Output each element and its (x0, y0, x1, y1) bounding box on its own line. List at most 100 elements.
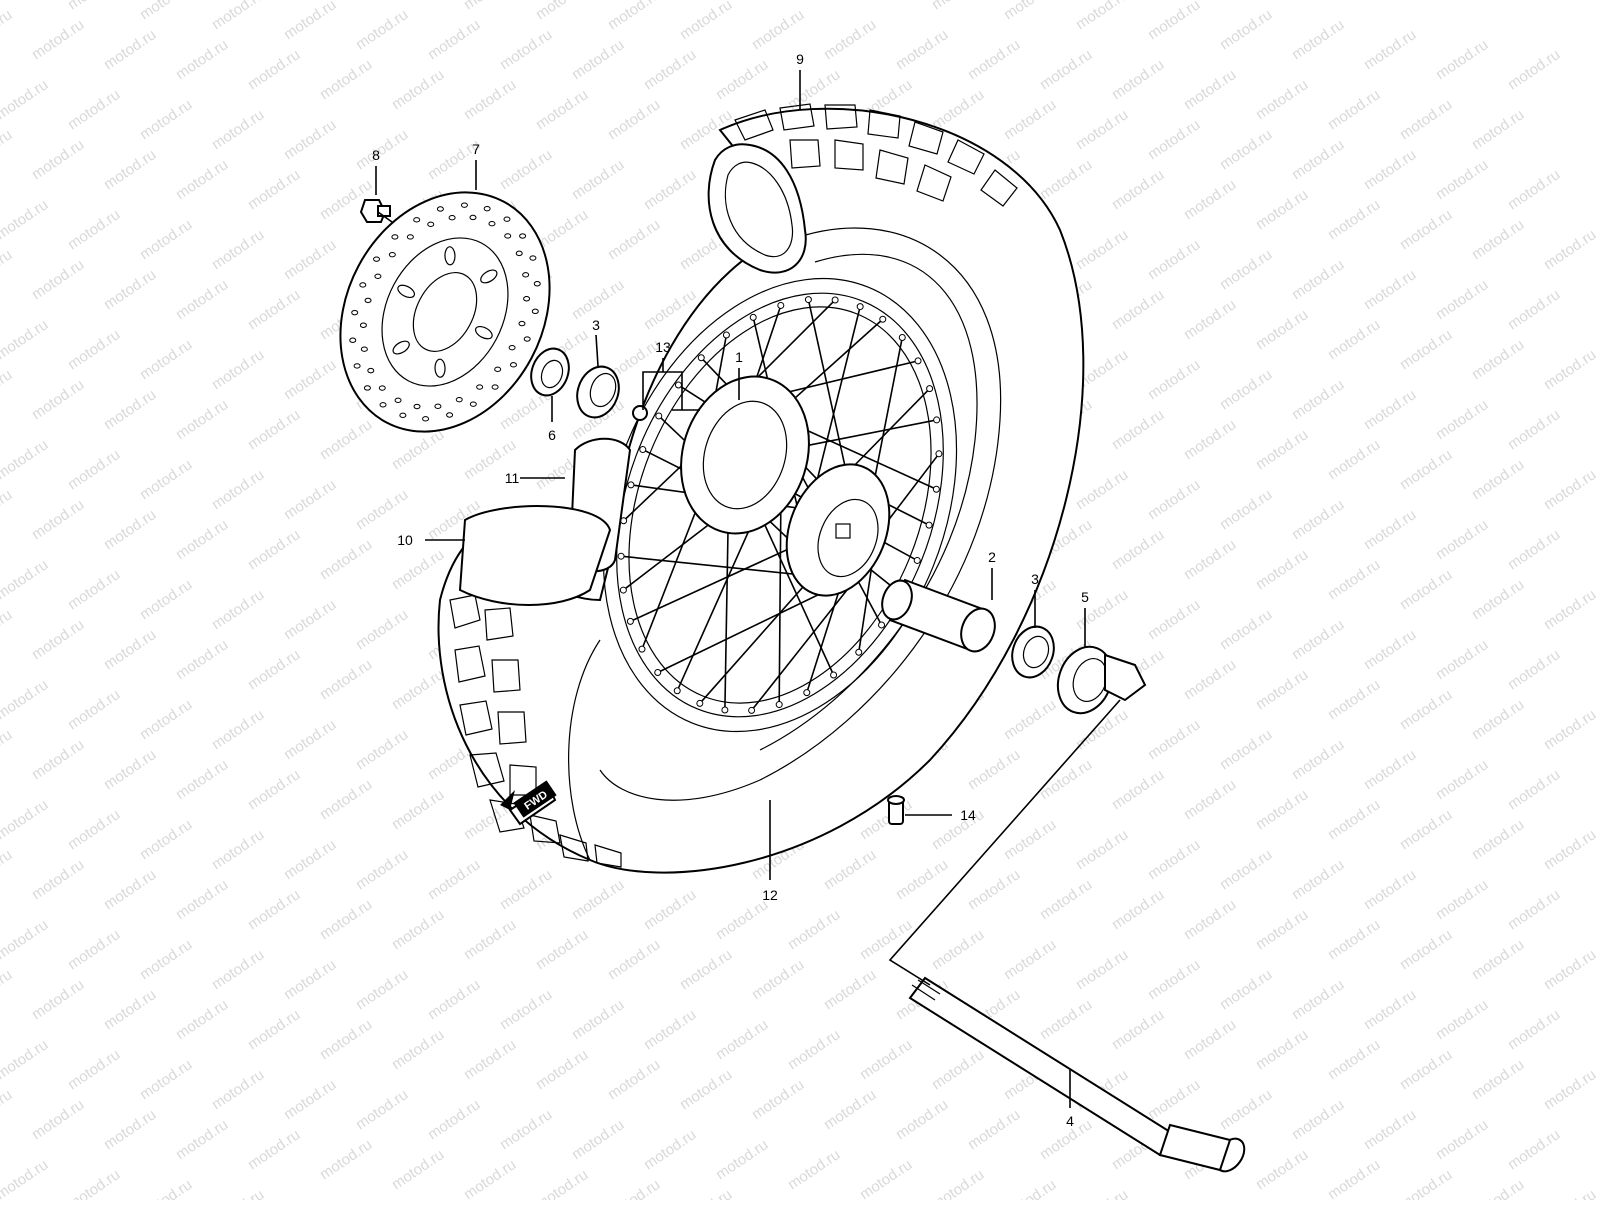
watermark-text: motod.ru (929, 1046, 988, 1093)
watermark-text: motod.ru (137, 936, 196, 983)
watermark-text: motod.ru (137, 96, 196, 143)
watermark-text: motod.ru (1325, 86, 1384, 133)
watermark-text: motod.ru (1541, 1186, 1600, 1200)
watermark-text: motod.ru (1253, 786, 1312, 833)
watermark-text: motod.ru (1325, 1036, 1384, 1083)
watermark-text: motod.ru (1433, 876, 1492, 923)
watermark-text: motod.ru (101, 746, 160, 793)
watermark-text: motod.ru (749, 956, 808, 1003)
watermark-text: motod.ru (893, 856, 952, 903)
watermark-text: motod.ru (0, 726, 15, 773)
watermark-text: motod.ru (317, 56, 376, 103)
watermark-text: motod.ru (1433, 1116, 1492, 1163)
disc-holes (349, 202, 541, 422)
watermark-text: motod.ru (1253, 1146, 1312, 1193)
watermark-text: motod.ru (209, 466, 268, 513)
watermark-text: motod.ru (1397, 1046, 1456, 1093)
disc-hole (359, 322, 367, 328)
dust-seal (530, 347, 570, 397)
watermark-text: motod.ru (713, 1136, 772, 1183)
watermark-text: motod.ru (749, 6, 808, 53)
label-part-12: 12 (762, 887, 778, 903)
watermark-text: motod.ru (1073, 826, 1132, 873)
watermark-text: motod.ru (929, 0, 988, 13)
watermark-text: motod.ru (1541, 466, 1600, 513)
watermark-text: motod.ru (389, 666, 448, 713)
disc-hole (446, 412, 454, 418)
tread-pattern-lower (449, 594, 622, 868)
spoke-nipple (674, 381, 682, 389)
watermark-text: motod.ru (281, 1076, 340, 1123)
disc-hole (469, 214, 477, 221)
spoke-nipple (638, 645, 646, 653)
disc-hole (349, 337, 357, 343)
watermark-text: motod.ru (281, 716, 340, 763)
watermark-text: motod.ru (65, 1166, 124, 1200)
spoke (778, 477, 782, 705)
disc-hole (373, 256, 381, 262)
spoke-nipple (933, 416, 941, 424)
label-part-1: 1 (735, 349, 743, 365)
watermark-text: motod.ru (281, 476, 340, 523)
spoke-nipple (654, 668, 662, 676)
watermark-text: motod.ru (353, 1086, 412, 1133)
watermark-text: motod.ru (173, 756, 232, 803)
watermark-text: motod.ru (209, 586, 268, 633)
watermark-text: motod.ru (1361, 1106, 1420, 1153)
watermark-text: motod.ru (641, 46, 700, 93)
watermark-text: motod.ru (281, 116, 340, 163)
watermark-text: motod.ru (1253, 666, 1312, 713)
disc-hole (503, 216, 511, 222)
axle (908, 976, 1246, 1173)
watermark-text: motod.ru (1397, 926, 1456, 973)
spoke (699, 572, 817, 704)
watermark-text: motod.ru (173, 516, 232, 563)
watermark-text: motod.ru (1109, 766, 1168, 813)
watermark-text: motod.ru (1289, 16, 1348, 63)
watermark-text: motod.ru (0, 796, 51, 843)
watermark-text: motod.ru (29, 256, 88, 303)
watermark-text: motod.ru (569, 876, 628, 923)
wheel-hub (680, 375, 891, 597)
watermark-text: motod.ru (605, 0, 664, 33)
watermark-text: motod.ru (857, 1036, 916, 1083)
label-part-4: 4 (1066, 1113, 1074, 1129)
watermark-text: motod.ru (1001, 936, 1060, 983)
watermark-text: motod.ru (1217, 1086, 1276, 1133)
spoke (869, 337, 904, 500)
disc-hole (515, 250, 523, 257)
disc-slot (480, 269, 498, 284)
watermark-text: motod.ru (1361, 746, 1420, 793)
watermark-text: motod.ru (1541, 946, 1600, 993)
watermark-text: motod.ru (65, 926, 124, 973)
watermark-text: motod.ru (1217, 966, 1276, 1013)
watermark-text: motod.ru (0, 966, 15, 1013)
spoke-nipple (626, 617, 634, 625)
watermark-text: motod.ru (0, 246, 15, 293)
disc-bolt (359, 199, 391, 223)
watermark-text: motod.ru (1145, 836, 1204, 883)
watermark-text: motod.ru (1469, 1056, 1528, 1103)
fwd-arrow-icon: FWD (500, 780, 557, 826)
watermark-text: motod.ru (29, 496, 88, 543)
disc-hole (448, 214, 456, 221)
watermark-text: motod.ru (1433, 996, 1492, 1043)
label-part-14: 14 (960, 807, 976, 823)
watermark-text: motod.ru (677, 0, 736, 43)
spoke-nipple (879, 315, 887, 323)
watermark-text: motod.ru (1505, 286, 1564, 333)
watermark-text: motod.ru (497, 146, 556, 193)
watermark-text: motod.ru (1433, 636, 1492, 683)
watermark-text: motod.ru (1289, 496, 1348, 543)
watermark-text: motod.ru (1541, 586, 1600, 633)
spoke-nipple (803, 689, 811, 697)
watermark-text: motod.ru (641, 166, 700, 213)
disc-hole (427, 221, 435, 228)
watermark-text: motod.ru (317, 536, 376, 583)
watermark-text: motod.ru (353, 6, 412, 53)
watermark-text: motod.ru (1325, 676, 1384, 723)
watermark-text: motod.ru (1433, 156, 1492, 203)
disc-hole (436, 206, 444, 212)
watermark-text: motod.ru (281, 1196, 340, 1200)
watermark-text: motod.ru (245, 286, 304, 333)
